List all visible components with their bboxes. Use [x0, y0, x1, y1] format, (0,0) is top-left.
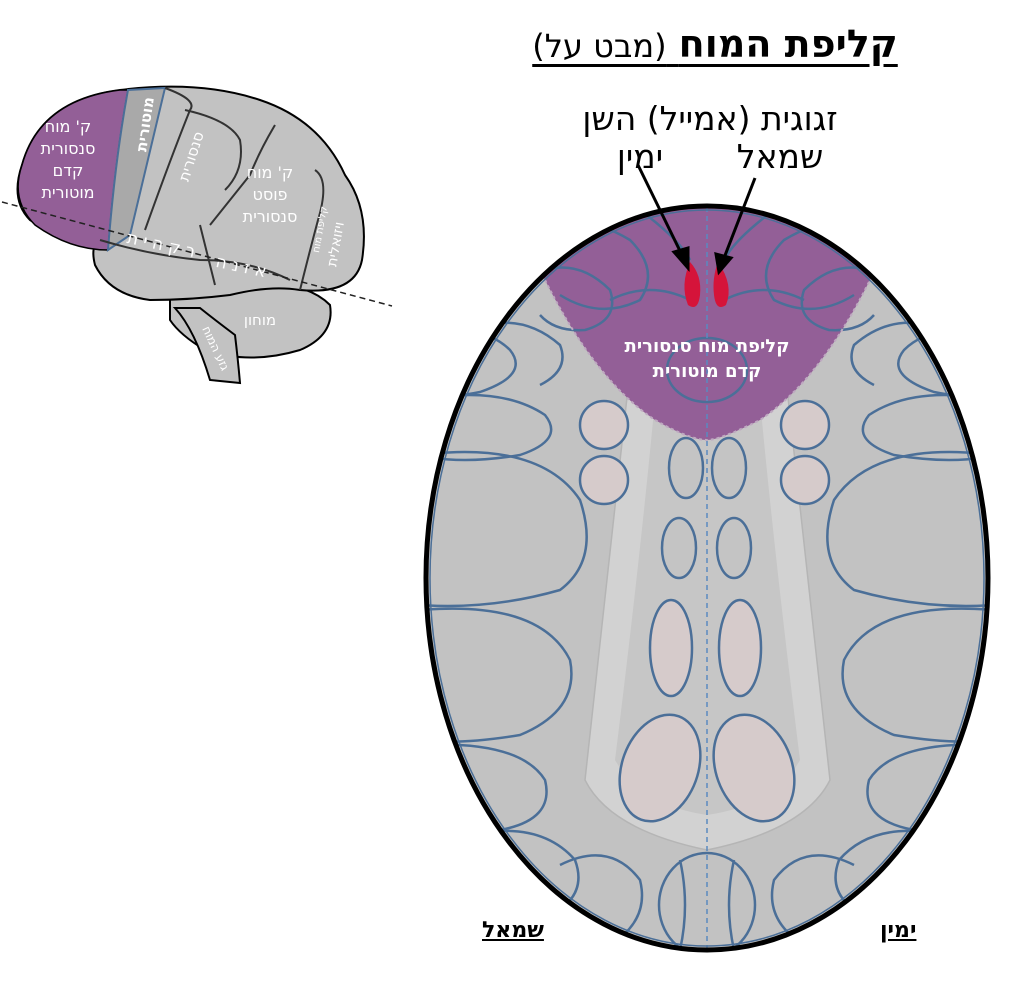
- label-postsens-3: סנסורית: [243, 207, 298, 226]
- purple-region: [500, 206, 920, 440]
- title-main: קליפת המוח: [678, 22, 898, 66]
- section-line: [1, 201, 393, 307]
- purple-region-label-2: קדם מוטורית: [653, 361, 762, 382]
- title-sub: (מבט על): [532, 27, 667, 65]
- label-premotor-1: ק' מוח: [45, 117, 92, 136]
- callout-line1: זגוגית (אמייל) השן: [560, 100, 860, 138]
- label-cerebellum: מוחון: [244, 311, 276, 329]
- red-mark-left: [684, 262, 701, 308]
- purple-region-label-1: קליפת מוח סנסורית: [625, 336, 790, 357]
- callout-enamel-label: זגוגית (אמייל) השן: [582, 99, 838, 138]
- label-premotor-3: קדם: [53, 161, 84, 180]
- side-label-left: שמאל: [482, 918, 544, 943]
- callout-right-word: שמאל: [736, 137, 824, 176]
- occipital-gyrus: [657, 851, 757, 950]
- callout-arrows: [636, 164, 757, 276]
- brainstem: [172, 307, 242, 385]
- inner-lobes: [578, 399, 831, 823]
- red-mark-right: [713, 262, 729, 308]
- side-label-right: ימין: [880, 918, 917, 943]
- purple-boundary: [544, 279, 871, 442]
- label-visual-2: ויזואלית: [324, 221, 348, 268]
- page-title: קליפת המוח (מבט על): [505, 22, 925, 66]
- label-postsens-1: ק' מוח: [247, 163, 294, 182]
- label-premotor-2: סנסורית: [41, 139, 96, 158]
- motor-strip: [106, 86, 167, 253]
- label-postsens-2: פוסט: [252, 185, 287, 204]
- brain-side-view: ק' מוח סנסורית קדם מוטורית מוטורית סנסור…: [1, 85, 393, 385]
- oval-outline: [423, 203, 991, 953]
- label-premotor-4: מוטורית: [41, 183, 94, 202]
